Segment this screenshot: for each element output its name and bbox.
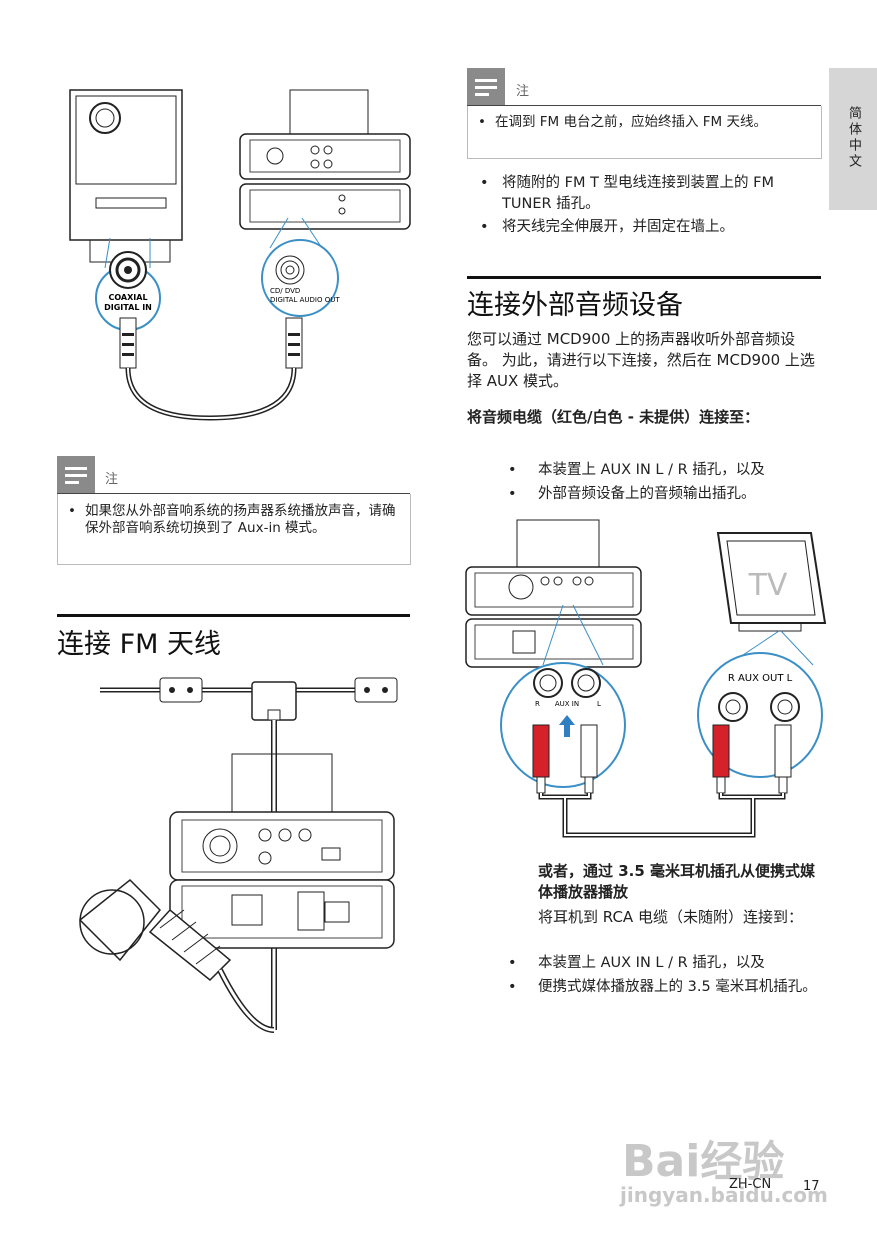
aux-connection-diagram: TV R AUX IN L R AUX OUT L: [465, 519, 827, 838]
note-icon: [57, 456, 95, 494]
footer-lang: ZH-CN: [729, 1177, 772, 1192]
alt-bullet-1: 本装置上 AUX IN L / R 插孔，以及: [538, 955, 765, 971]
aux-in-r-label: R: [535, 700, 540, 708]
aux-note-text: 如果您从外部音响系统的扬声器系统播放声音，请确保外部音响系统切换到了 Aux-i…: [85, 503, 396, 536]
cable-instruction: 将音频电缆（红色/白色 - 未提供）连接至：: [467, 408, 760, 426]
coaxial-label: COAXIAL: [108, 293, 147, 302]
aux-in-l-label: L: [597, 700, 601, 708]
aux-note-box: • 如果您从外部音响系统的扬声器系统播放声音，请确保外部音响系统切换到了 Aux…: [57, 494, 411, 565]
watermark-url: jingyan.baidu.com: [620, 1183, 828, 1207]
list-item: • 本装置上 AUX IN L / R 插孔，以及: [508, 953, 828, 974]
list-item: • 本装置上 AUX IN L / R 插孔，以及: [508, 460, 828, 481]
external-audio-intro: 您可以通过 MCD900 上的扬声器收听外部音频设备。 为此，请进行以下连接，然…: [467, 330, 815, 390]
note-label: 注: [105, 472, 119, 487]
note-rule: [57, 493, 410, 494]
aux-bullet-1: 本装置上 AUX IN L / R 插孔，以及: [538, 462, 765, 478]
fm-section-rule: [57, 614, 410, 617]
fm-bullet-1: 将随附的 FM T 型电线连接到装置上的 FM TUNER 插孔。: [502, 175, 774, 212]
coaxial-connection-diagram: COAXIAL DIGITAL IN CD/ DVD DIGITAL AUDIO…: [69, 89, 411, 421]
language-tab-label: 简体中文: [846, 106, 861, 170]
digital-audio-out-label: DIGITAL AUDIO OUT: [270, 296, 340, 304]
tv-label: TV: [748, 568, 788, 603]
page-number: 17: [803, 1179, 820, 1194]
note-icon: [467, 68, 505, 106]
alternative-text: 将耳机到 RCA 电缆（未随附）连接到：: [538, 908, 803, 926]
fm-section-title: 连接 FM 天线: [57, 629, 221, 660]
alt-bullet-2: 便携式媒体播放器上的 3.5 毫米耳机插孔。: [538, 979, 817, 995]
fm-bullet-2: 将天线完全伸展开，并固定在墙上。: [502, 219, 734, 235]
cd-dvd-label: CD/ DVD: [270, 287, 300, 295]
aux-in-label: AUX IN: [555, 700, 579, 708]
aux-bullet-2: 外部音频设备上的音频输出插孔。: [538, 486, 756, 502]
note-rule: [467, 105, 821, 106]
alternative-heading: 或者，通过 3.5 毫米耳机插孔从便携式媒体播放器播放: [538, 862, 816, 901]
aux-out-label: R AUX OUT L: [728, 673, 793, 684]
fm-note-box: • 在调到 FM 电台之前，应始终插入 FM 天线。: [467, 106, 822, 159]
watermark-brand: Bai经验: [622, 1136, 785, 1187]
note-label: 注: [516, 84, 530, 99]
fm-note-text: 在调到 FM 电台之前，应始终插入 FM 天线。: [495, 114, 767, 130]
list-item: • 外部音频设备上的音频输出插孔。: [508, 484, 828, 505]
language-tab[interactable]: 简体中文: [829, 68, 877, 210]
fm-antenna-diagram: [78, 677, 398, 1033]
digital-in-label: DIGITAL IN: [104, 303, 152, 312]
external-audio-rule: [467, 276, 821, 279]
list-item: • 将天线完全伸展开，并固定在墙上。: [480, 217, 820, 238]
external-audio-title: 连接外部音频设备: [467, 290, 683, 321]
list-item: • 便携式媒体播放器上的 3.5 毫米耳机插孔。: [508, 977, 828, 998]
list-item: • 将随附的 FM T 型电线连接到装置上的 FM TUNER 插孔。: [480, 173, 820, 215]
